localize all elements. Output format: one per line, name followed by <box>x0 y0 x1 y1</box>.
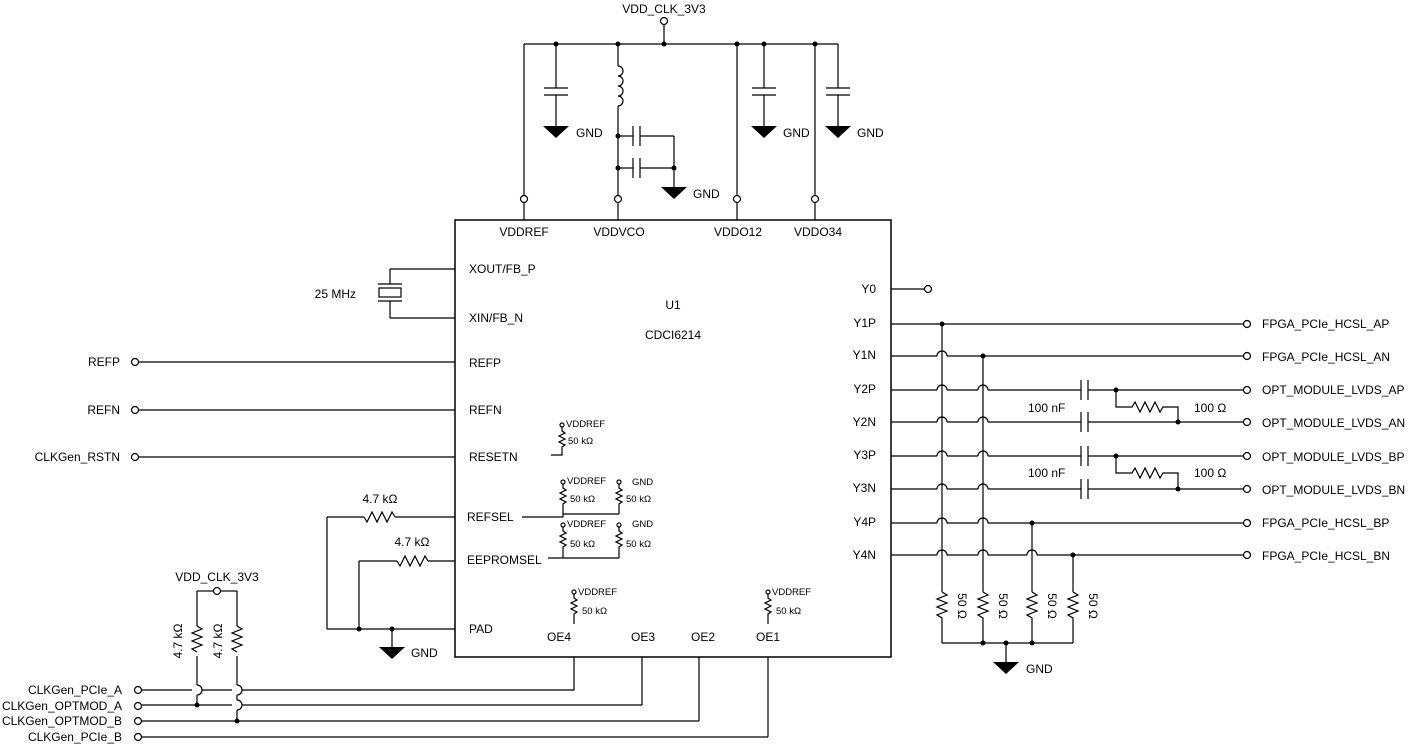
pin-refsel: REFSEL <box>467 510 514 524</box>
pin-y4p: Y4P <box>853 515 876 529</box>
r-100-b-value: 100 Ω <box>1194 466 1226 480</box>
svg-text:50 kΩ: 50 kΩ <box>626 539 651 550</box>
r-50-1-value: 50 Ω <box>955 593 969 619</box>
svg-text:50 kΩ: 50 kΩ <box>626 494 651 505</box>
pin-y3p: Y3P <box>853 448 876 462</box>
net-optmod-b: CLKGen_OPTMOD_B <box>2 714 122 728</box>
svg-text:VDDREF: VDDREF <box>578 587 617 598</box>
net-lvds-ap: OPT_MODULE_LVDS_AP <box>1262 383 1405 397</box>
pin-vddvco: VDDVCO <box>593 225 644 239</box>
internal-pull-oe4: VDDREF 50 kΩ <box>569 587 617 624</box>
svg-text:50 kΩ: 50 kΩ <box>582 606 607 617</box>
svg-text:GND: GND <box>632 477 653 488</box>
net-optmod-a: CLKGen_OPTMOD_A <box>2 699 122 713</box>
r-50-3-value: 50 Ω <box>1045 593 1059 619</box>
internal-pull-resetn: VDDREF 50 kΩ <box>551 419 605 456</box>
svg-text:50 kΩ: 50 kΩ <box>570 494 595 505</box>
net-lvds-bp: OPT_MODULE_LVDS_BP <box>1262 450 1405 464</box>
internal-pull-eepromsel: VDDREF 50 kΩ GND 50 kΩ <box>548 519 653 559</box>
r-pullup-b-value: 4.7 kΩ <box>211 623 225 658</box>
gnd-label: GND <box>411 646 438 660</box>
pin-oe1: OE1 <box>756 630 780 644</box>
net-hcsl-bn: FPGA_PCIe_HCSL_BN <box>1262 549 1390 563</box>
net-hcsl-bp: FPGA_PCIe_HCSL_BP <box>1262 516 1389 530</box>
left-inputs: REFP REFN CLKGen_RSTN <box>35 355 455 464</box>
strap-resistors: 4.7 kΩ 4.7 kΩ GND <box>326 492 455 660</box>
pullup-rail-label: VDD_CLK_3V3 <box>175 570 259 584</box>
inductor <box>617 65 624 107</box>
r-eepromsel-value: 4.7 kΩ <box>395 535 430 549</box>
gnd-label: GND <box>693 187 720 201</box>
pin-y1n: Y1N <box>853 348 876 362</box>
gnd-label: GND <box>576 126 603 140</box>
pin-oe2: OE2 <box>691 630 715 644</box>
pin-refn: REFN <box>469 403 502 417</box>
pin-vddo34: VDDO34 <box>794 225 842 239</box>
internal-pull-oe1: VDDREF 50 kΩ <box>763 587 811 624</box>
chip-ref: U1 <box>665 298 681 312</box>
pin-vddref: VDDREF <box>499 225 548 239</box>
ground-symbol <box>379 647 405 659</box>
crystal-25mhz: 25 MHz <box>315 268 455 319</box>
ground-symbol <box>661 187 687 199</box>
pin-refp: REFP <box>469 356 501 370</box>
net-hcsl-an: FPGA_PCIe_HCSL_AN <box>1262 350 1390 364</box>
svg-text:VDDREF: VDDREF <box>567 476 606 487</box>
svg-text:GND: GND <box>632 519 653 530</box>
chip-u1: U1 CDCI6214 VDDREF VDDVCO VDDO12 VDDO34 … <box>454 219 892 658</box>
c-100n-a-value: 100 nF <box>1028 401 1065 415</box>
gnd-label: GND <box>857 126 884 140</box>
svg-text:VDDREF: VDDREF <box>566 419 605 430</box>
pin-y3n: Y3N <box>853 481 876 495</box>
r-refsel-value: 4.7 kΩ <box>363 492 398 506</box>
net-lvds-an: OPT_MODULE_LVDS_AN <box>1262 416 1405 430</box>
r-100-a-value: 100 Ω <box>1194 401 1226 415</box>
net-lvds-bn: OPT_MODULE_LVDS_BN <box>1262 483 1405 497</box>
pin-resetn: RESETN <box>469 450 518 464</box>
svg-text:VDDREF: VDDREF <box>772 587 811 598</box>
pin-xout: XOUT/FB_P <box>469 262 536 276</box>
svg-text:50 kΩ: 50 kΩ <box>776 606 801 617</box>
r-50-4-value: 50 Ω <box>1086 593 1100 619</box>
pin-xin: XIN/FB_N <box>469 311 523 325</box>
r-50-2-value: 50 Ω <box>996 593 1010 619</box>
ground-symbol <box>825 126 851 138</box>
c-100n-b-value: 100 nF <box>1028 466 1065 480</box>
r-pullup-a-value: 4.7 kΩ <box>171 623 185 658</box>
pin-y1p: Y1P <box>853 316 876 330</box>
pin-vddo12: VDDO12 <box>714 225 762 239</box>
pin-y2p: Y2P <box>853 382 876 396</box>
svg-text:50 kΩ: 50 kΩ <box>568 436 593 447</box>
pin-y2n: Y2N <box>853 415 876 429</box>
chip-part: CDCI6214 <box>645 328 701 342</box>
ground-symbol <box>993 662 1019 674</box>
pin-oe3: OE3 <box>631 630 655 644</box>
top-power-rail: VDD_CLK_3V3 GND <box>519 2 884 220</box>
net-pcie-a: CLKGen_PCIe_A <box>28 683 122 697</box>
net-pcie-b: CLKGen_PCIe_B <box>28 730 122 744</box>
internal-pull-refsel: VDDREF 50 kΩ GND 50 kΩ <box>522 476 653 518</box>
pin-y4n: Y4N <box>853 548 876 562</box>
gnd-label: GND <box>1026 662 1053 676</box>
crystal-freq: 25 MHz <box>315 287 356 301</box>
net-hcsl-ap: FPGA_PCIe_HCSL_AP <box>1262 317 1389 331</box>
gnd-label: GND <box>783 126 810 140</box>
svg-text:VDDREF: VDDREF <box>567 519 606 530</box>
pin-pad: PAD <box>469 622 493 636</box>
ground-symbol <box>543 126 569 138</box>
oe-section: VDD_CLK_3V3 4.7 kΩ 4.7 kΩ CLKGen_PCIe_A … <box>2 570 769 744</box>
net-rstn: CLKGen_RSTN <box>35 450 120 464</box>
outputs: FPGA_PCIe_HCSL_AP FPGA_PCIe_HCSL_AN OPT_… <box>891 284 1405 676</box>
pin-y0: Y0 <box>861 282 876 296</box>
net-refn: REFN <box>87 403 120 417</box>
net-refp: REFP <box>88 355 120 369</box>
svg-text:50 kΩ: 50 kΩ <box>570 539 595 550</box>
pin-oe4: OE4 <box>547 630 571 644</box>
ground-symbol <box>751 126 777 138</box>
pin-eepromsel: EEPROMSEL <box>467 553 542 567</box>
top-rail-label: VDD_CLK_3V3 <box>622 2 706 16</box>
